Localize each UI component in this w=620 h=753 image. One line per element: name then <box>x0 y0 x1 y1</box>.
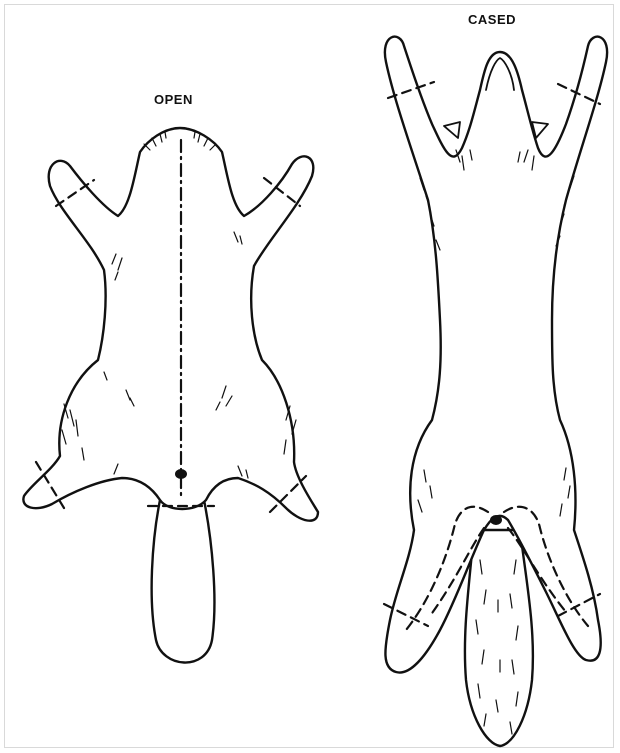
open-pelt-label: OPEN <box>154 92 193 107</box>
open-pelt <box>23 128 318 663</box>
cased-pelt <box>384 37 607 746</box>
cased-pelt-ear-left <box>444 122 460 138</box>
cased-pelt-tail <box>465 530 533 746</box>
cased-pelt-vent-mark <box>490 515 502 525</box>
cased-pelt-label: CASED <box>468 12 516 27</box>
open-pelt-tail <box>152 500 215 663</box>
open-pelt-vent-mark <box>175 469 187 479</box>
open-pelt-body <box>23 128 318 521</box>
